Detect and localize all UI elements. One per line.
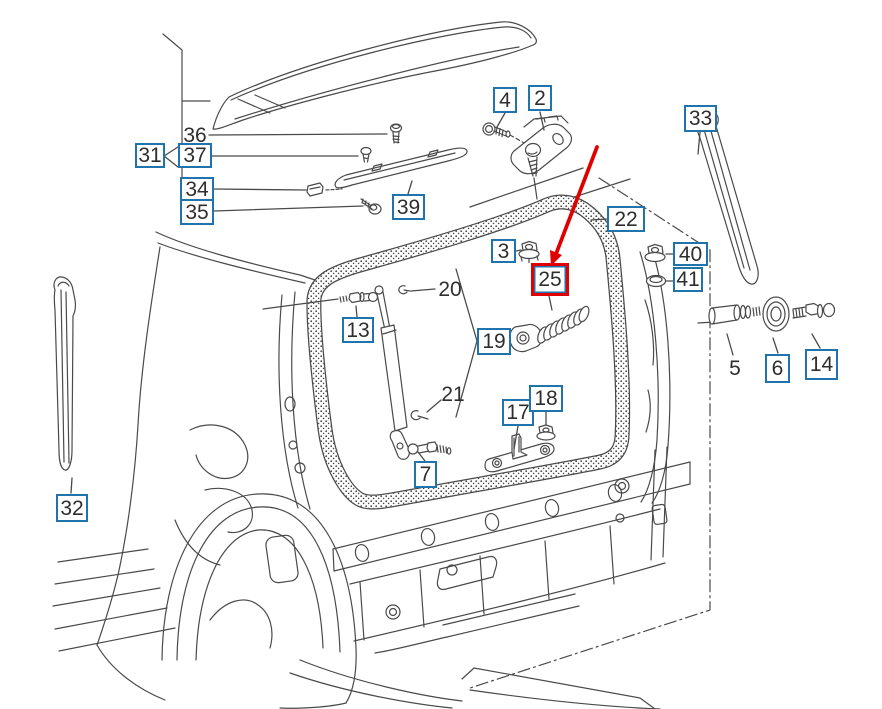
part-stop-buffer-assembly <box>708 296 836 332</box>
callout-3[interactable]: 3 <box>491 239 516 263</box>
callout-6[interactable]: 6 <box>765 354 790 383</box>
callout-39[interactable]: 39 <box>392 194 425 220</box>
callout-36: 36 <box>183 123 207 147</box>
part-ball-stud-13 <box>262 291 379 310</box>
part-trim-left <box>53 276 76 471</box>
callout-41[interactable]: 41 <box>673 267 703 292</box>
callout-37[interactable]: 37 <box>178 143 212 168</box>
callout-18[interactable]: 18 <box>529 385 563 412</box>
part-clip-34 <box>306 182 343 197</box>
callout-2[interactable]: 2 <box>528 85 552 111</box>
part-gas-strut <box>374 285 410 460</box>
part-clip-20 <box>398 285 411 295</box>
part-nut-3 <box>518 240 540 264</box>
callout-32[interactable]: 32 <box>56 494 88 522</box>
callout-34[interactable]: 34 <box>180 177 214 201</box>
part-aperture-seal <box>306 194 631 510</box>
callout-25[interactable]: 25 <box>531 263 569 296</box>
section-boundary-lines <box>469 177 715 689</box>
callout-14[interactable]: 14 <box>805 349 838 380</box>
part-hinge-bracket <box>510 115 573 200</box>
part-nut-40 <box>644 243 666 263</box>
part-screw-4 <box>482 122 527 145</box>
callout-5: 5 <box>729 356 741 380</box>
callout-40[interactable]: 40 <box>673 242 708 266</box>
callout-4[interactable]: 4 <box>493 87 517 113</box>
callout-20: 20 <box>438 277 462 301</box>
part-brake-light-strip <box>334 147 468 189</box>
part-spoiler <box>212 21 537 130</box>
callout-33[interactable]: 33 <box>684 105 717 132</box>
callout-13[interactable]: 13 <box>342 317 374 343</box>
callout-7[interactable]: 7 <box>414 461 437 488</box>
part-clip-37 <box>360 146 372 163</box>
callout-19[interactable]: 19 <box>477 328 511 355</box>
car-body <box>52 167 691 709</box>
part-cable-conduit <box>509 305 590 353</box>
part-ball-stud-screw-7 <box>407 441 452 455</box>
callout-21: 21 <box>441 382 465 406</box>
part-screw-35 <box>360 198 382 215</box>
callout-17[interactable]: 17 <box>502 399 534 426</box>
callout-35[interactable]: 35 <box>180 199 214 225</box>
callout-22[interactable]: 22 <box>607 206 645 232</box>
part-nut-18 <box>536 424 556 441</box>
callout-31[interactable]: 31 <box>135 143 165 168</box>
part-screw-36 <box>389 123 403 144</box>
part-clip-21 <box>410 410 429 421</box>
